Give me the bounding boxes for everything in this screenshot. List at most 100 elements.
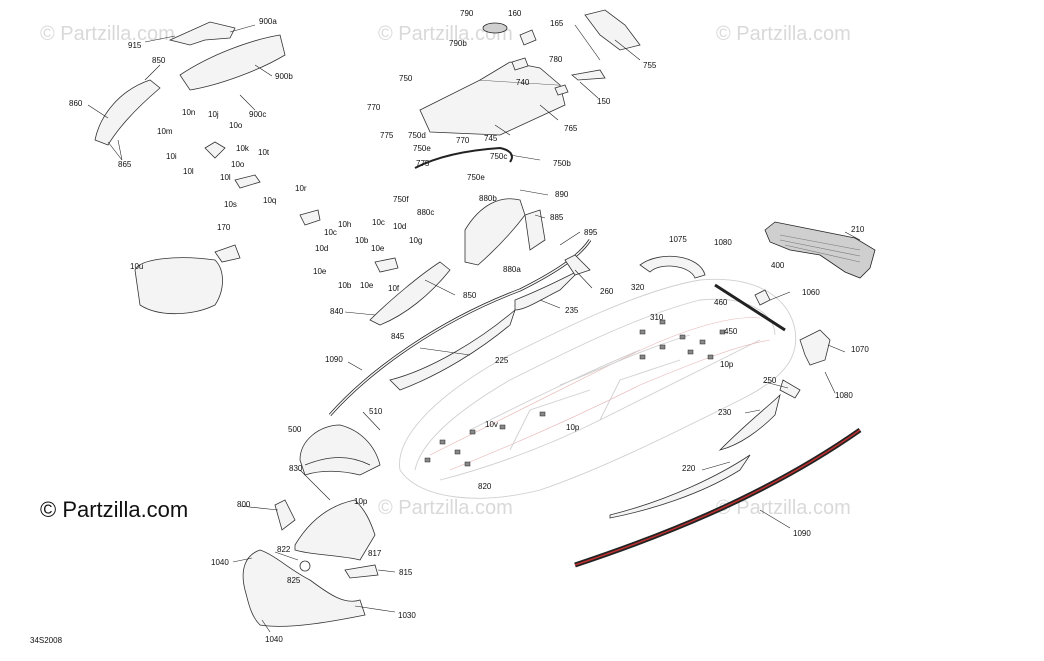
storage-parts bbox=[94, 21, 399, 315]
callout-820: 800 bbox=[237, 500, 251, 509]
callout-10v: 10v bbox=[485, 420, 498, 429]
callout-750f: 750f bbox=[393, 195, 409, 204]
callout-10m: 10m bbox=[157, 127, 173, 136]
callout-510: 510 bbox=[369, 407, 383, 416]
callout-210: 210 bbox=[851, 225, 865, 234]
callout-160: 160 bbox=[508, 9, 522, 18]
callout-755: 755 bbox=[643, 61, 657, 70]
callout-10p-c: 820 bbox=[478, 482, 492, 491]
callout-1090-b: 1090 bbox=[793, 529, 811, 538]
callout-885: 885 bbox=[550, 213, 564, 222]
watermark-top-center: © Partzilla.com bbox=[378, 23, 513, 45]
callout-10t: 10t bbox=[258, 148, 270, 157]
callout-10q: 10q bbox=[263, 196, 276, 205]
diagram-code: 34S2008 bbox=[30, 636, 63, 645]
callout-1040-a: 1040 bbox=[211, 558, 229, 567]
callout-750b: 750b bbox=[553, 159, 571, 168]
callout-10l-a: 10l bbox=[183, 167, 194, 176]
callout-765: 765 bbox=[564, 124, 578, 133]
callout-817: 817 bbox=[368, 549, 382, 558]
callout-900b: 900b bbox=[275, 72, 293, 81]
copyright-text: © Partzilla.com bbox=[40, 497, 189, 522]
callout-850-top: 850 bbox=[152, 56, 166, 65]
callout-770-a: 770 bbox=[367, 103, 381, 112]
callout-10b-a: 10b bbox=[355, 236, 369, 245]
callout-10n: 10n bbox=[182, 108, 195, 117]
callout-150: 150 bbox=[597, 97, 611, 106]
callout-780: 780 bbox=[549, 55, 563, 64]
callout-170: 170 bbox=[217, 223, 231, 232]
callout-320: 320 bbox=[631, 283, 645, 292]
callout-10o-a: 10o bbox=[229, 121, 243, 130]
callout-10e-b: 10e bbox=[313, 267, 327, 276]
callout-1060: 1060 bbox=[802, 288, 820, 297]
watermarks: © Partzilla.com © Partzilla.com © Partzi… bbox=[40, 23, 851, 519]
callout-880a: 880a bbox=[503, 265, 521, 274]
callout-1030: 1030 bbox=[398, 611, 416, 620]
callout-775-a: 775 bbox=[380, 131, 394, 140]
callout-250: 250 bbox=[763, 376, 777, 385]
front-deck-parts bbox=[242, 424, 381, 627]
callout-1080-b: 1080 bbox=[835, 391, 853, 400]
callout-900a: 900a bbox=[259, 17, 277, 26]
callout-750e-a: 750e bbox=[413, 144, 431, 153]
callout-880c: 880c bbox=[417, 208, 434, 217]
callout-1040-b: 1040 bbox=[265, 635, 283, 644]
callout-825: 825 bbox=[287, 576, 301, 585]
callout-890: 890 bbox=[555, 190, 569, 199]
hull-fasteners bbox=[424, 319, 726, 467]
callout-840: 840 bbox=[330, 307, 344, 316]
callout-10g: 10g bbox=[409, 236, 422, 245]
callout-450: 450 bbox=[724, 327, 738, 336]
callout-822: 822 bbox=[277, 545, 291, 554]
callout-10j: 10j bbox=[208, 110, 219, 119]
callout-775-b: 775 bbox=[416, 159, 430, 168]
deck-cover-assembly bbox=[419, 9, 641, 136]
callout-500: 500 bbox=[288, 425, 302, 434]
callout-915: 915 bbox=[128, 41, 142, 50]
callout-750: 750 bbox=[399, 74, 413, 83]
watermark-bottom-right: © Partzilla.com bbox=[716, 497, 851, 519]
callout-10l-b: 10l bbox=[220, 173, 231, 182]
callout-10d-a: 10d bbox=[393, 222, 406, 231]
callout-10e-c: 10e bbox=[360, 281, 374, 290]
callout-845: 845 bbox=[391, 332, 405, 341]
watermark-bottom-center: © Partzilla.com bbox=[378, 497, 513, 519]
callout-860: 860 bbox=[69, 99, 83, 108]
callout-815: 815 bbox=[399, 568, 413, 577]
callout-750e-b: 750e bbox=[467, 173, 485, 182]
callout-10u: 10u bbox=[130, 262, 143, 271]
callout-1090-a: 1090 bbox=[325, 355, 343, 364]
callout-1070: 1070 bbox=[851, 345, 869, 354]
callout-865: 865 bbox=[118, 160, 132, 169]
callout-10r: 10r bbox=[295, 184, 307, 193]
callout-790: 790 bbox=[460, 9, 474, 18]
hull-outline bbox=[399, 278, 797, 499]
callout-900c: 900c bbox=[249, 110, 266, 119]
callout-770-b: 770 bbox=[456, 136, 470, 145]
callout-830: 830 bbox=[289, 464, 303, 473]
callout-790b: 790b bbox=[449, 39, 467, 48]
callout-850-mid: 850 bbox=[463, 291, 477, 300]
callout-800: 10p bbox=[354, 497, 368, 506]
callout-10d-b: 10d bbox=[315, 244, 328, 253]
callout-740: 740 bbox=[516, 78, 530, 87]
callout-225: 225 bbox=[495, 356, 509, 365]
watermark-top-left: © Partzilla.com bbox=[40, 23, 175, 45]
callout-895: 895 bbox=[584, 228, 598, 237]
callout-10k: 10k bbox=[236, 144, 250, 153]
callout-165: 165 bbox=[550, 19, 564, 28]
callout-10s: 10s bbox=[224, 200, 237, 209]
callout-10b-b: 10b bbox=[338, 281, 352, 290]
callout-230: 230 bbox=[718, 408, 732, 417]
callout-10h: 10h bbox=[338, 220, 351, 229]
rear-platform bbox=[639, 221, 876, 366]
leader-lines bbox=[87, 24, 861, 633]
callout-235: 235 bbox=[565, 306, 579, 315]
callout-10e-a: 10e bbox=[371, 244, 385, 253]
callout-310: 310 bbox=[650, 313, 664, 322]
callout-10p-b: 10p bbox=[566, 423, 580, 432]
callout-10o-b: 10o bbox=[231, 160, 245, 169]
